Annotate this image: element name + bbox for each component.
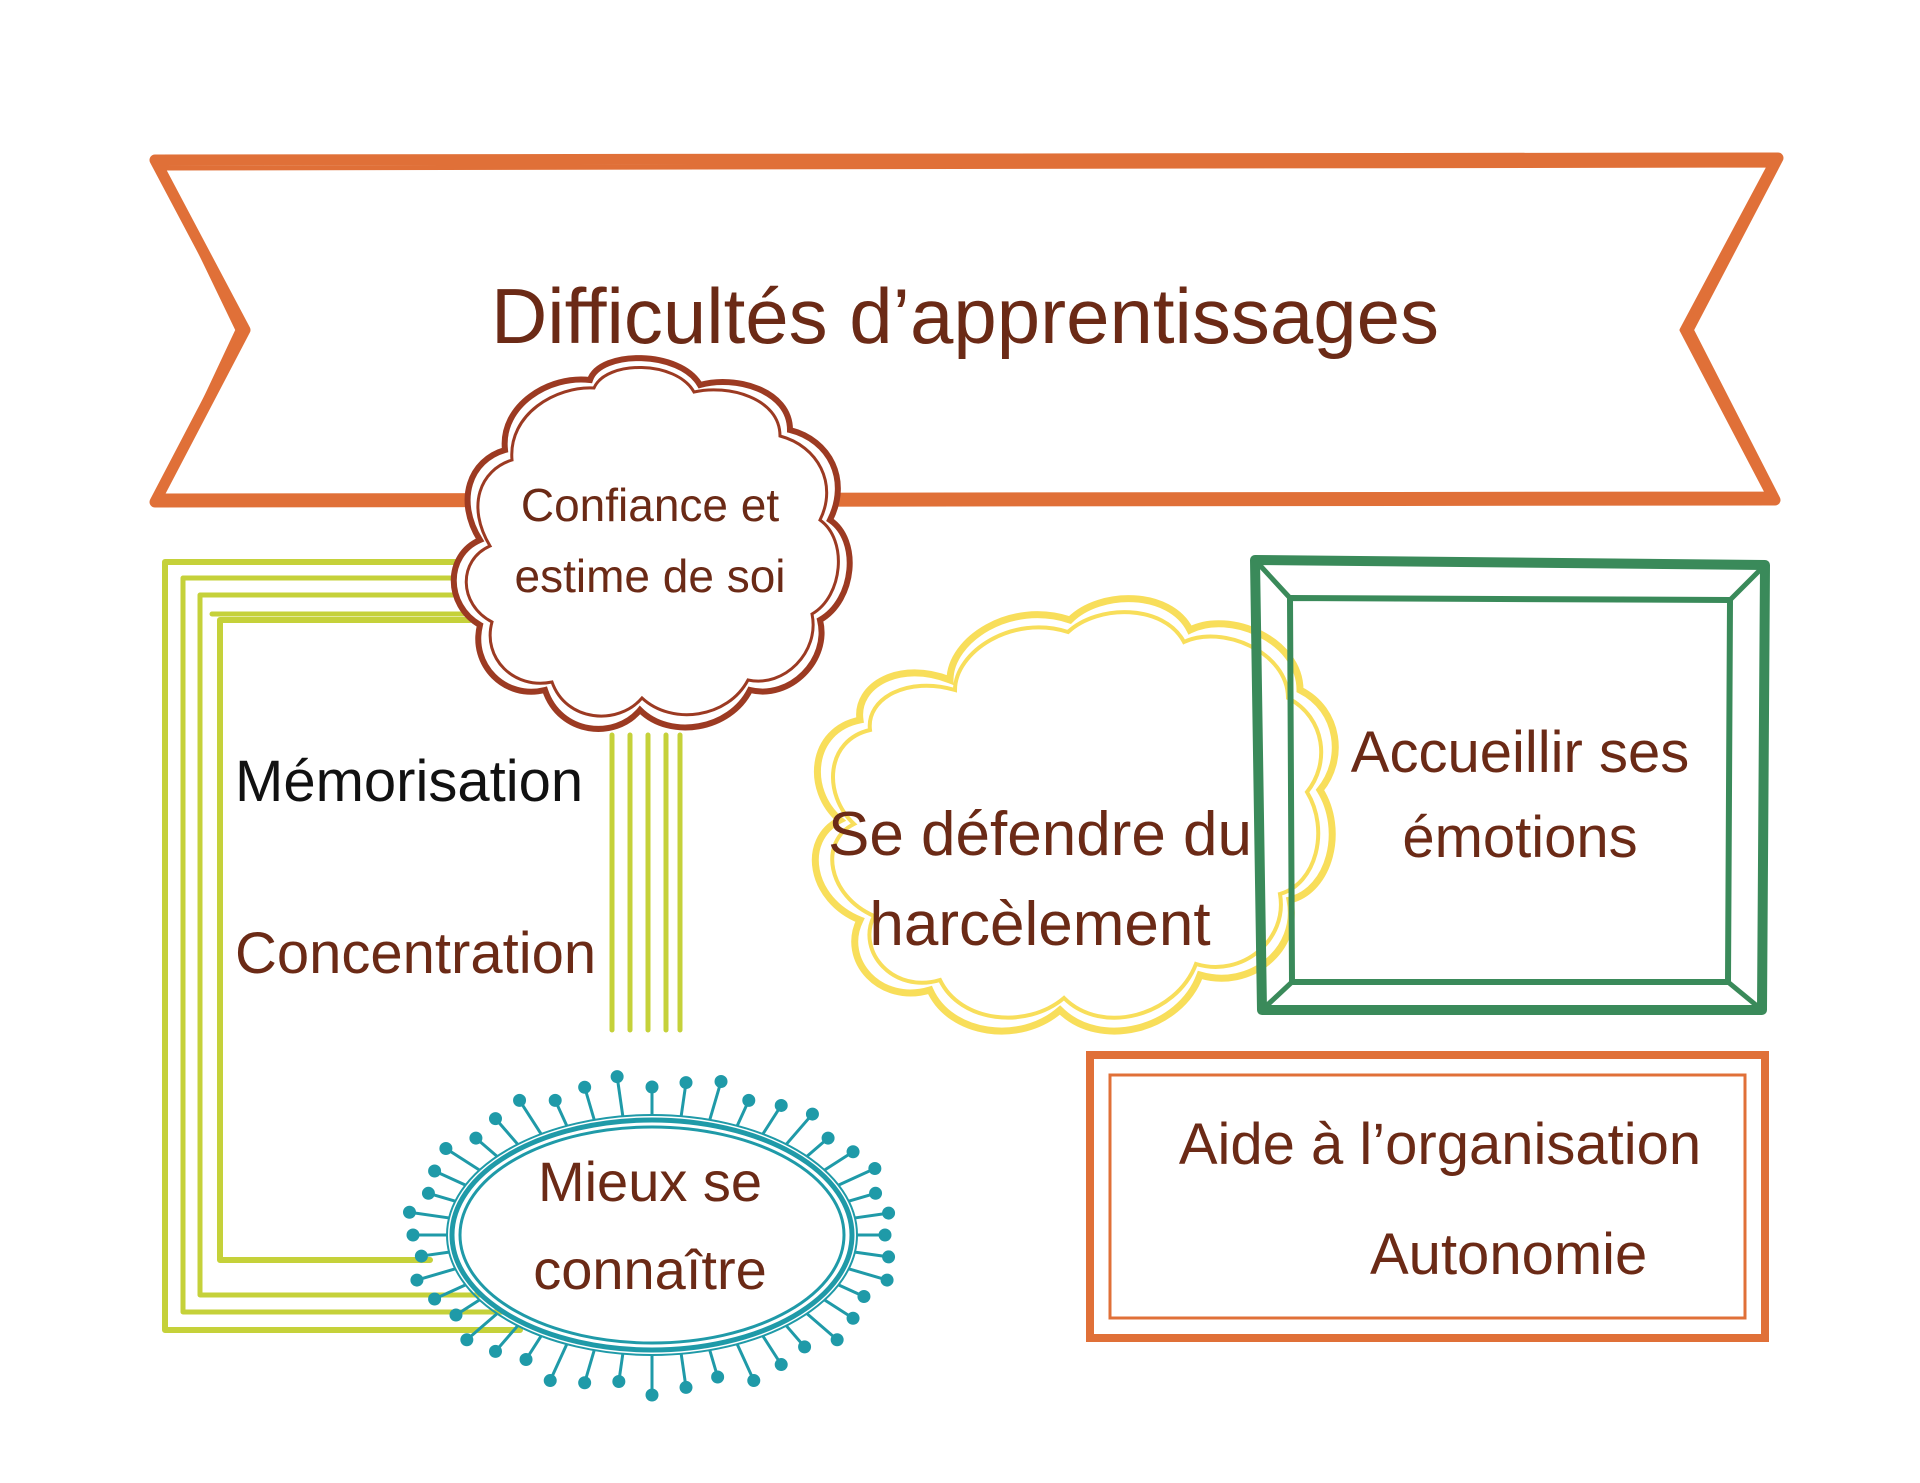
oval-spike-dot	[882, 1250, 896, 1264]
lime-frame	[162, 559, 683, 1333]
oval-spike-dot	[578, 1376, 592, 1390]
oval-spike-dot	[402, 1205, 416, 1219]
oval-spike-dot	[846, 1311, 860, 1325]
oval-spike-dot	[645, 1388, 659, 1402]
oval-spike	[416, 1267, 456, 1282]
oval-spike-dot	[645, 1080, 659, 1094]
harassment-cloud	[811, 595, 1339, 1035]
oval-spike-dot	[742, 1093, 756, 1107]
oval-spike-dot	[846, 1145, 860, 1159]
oval-spike	[409, 1210, 450, 1220]
oval-spike	[465, 1312, 499, 1341]
oval-spike	[735, 1343, 756, 1382]
oval-spike	[445, 1147, 481, 1172]
autonomy-label: Autonomie	[1370, 1222, 1648, 1287]
oval-spike-dot	[805, 1107, 819, 1121]
oval-spike	[805, 1312, 839, 1341]
oval-spike-dot	[711, 1370, 725, 1384]
oval-spike-dot	[421, 1186, 435, 1200]
oval-spike-dot	[513, 1093, 527, 1107]
oval-spike-dot	[488, 1344, 502, 1358]
memorisation-label: Mémorisation	[235, 749, 584, 814]
oval-spike-dot	[868, 1162, 882, 1176]
teal-oval	[402, 1070, 896, 1402]
oval-spike-dot	[774, 1098, 788, 1112]
oval-spike-dot	[774, 1358, 788, 1372]
oval-spike-dot	[578, 1080, 592, 1094]
oval-spike-dot	[543, 1374, 557, 1388]
oval-spike-dot	[880, 1273, 894, 1287]
organisation-label: Aide à l’organisation	[1178, 1112, 1702, 1177]
oval-spike-dot	[428, 1164, 442, 1178]
oval-spike-dot	[410, 1273, 424, 1287]
oval-spike-dot	[469, 1131, 483, 1145]
orange-frame	[1086, 1051, 1769, 1342]
oval-spike-dot	[406, 1228, 420, 1242]
oval-spike-dot	[414, 1249, 428, 1263]
oval-spike-dot	[428, 1292, 442, 1306]
oval-spike	[785, 1113, 814, 1146]
oval-spike-dot	[747, 1374, 761, 1388]
oval-spike-dot	[488, 1112, 502, 1126]
oval-spike-dot	[830, 1333, 844, 1347]
title-banner	[149, 152, 1784, 508]
emotions-label: Accueillir ses émotions	[1350, 720, 1690, 870]
oval-spike	[837, 1167, 876, 1187]
oval-spike	[615, 1076, 625, 1117]
confidence-label: Confiance et estime de soi	[514, 479, 786, 602]
oval-spike-dot	[548, 1093, 562, 1107]
harassment-label: Se défendre du harcèlement	[827, 800, 1252, 959]
oval-spike-dot	[449, 1308, 463, 1322]
oval-spike-dot	[878, 1228, 892, 1242]
oval-spike-dot	[679, 1076, 693, 1090]
oval-spike-dot	[882, 1206, 896, 1220]
oval-spike-dot	[612, 1374, 626, 1388]
oval-spike-dot	[869, 1186, 883, 1200]
oval-spike-dot	[439, 1141, 453, 1155]
oval-spike-dot	[519, 1353, 533, 1367]
self-knowledge-label: Mieux se connaître	[533, 1150, 767, 1301]
concentration-label: Concentration	[235, 921, 597, 986]
oval-spike-dot	[798, 1340, 812, 1354]
oval-spike-dot	[610, 1070, 624, 1084]
oval-spikes	[402, 1070, 896, 1402]
oval-spike-dot	[679, 1380, 693, 1394]
oval-spike	[848, 1267, 888, 1282]
oval-spike-dot	[460, 1333, 474, 1347]
confidence-cloud	[450, 355, 853, 732]
page-title: Difficultés d’apprentissages	[490, 272, 1440, 360]
oval-spike-dot	[714, 1074, 728, 1088]
oval-spike	[548, 1343, 569, 1382]
oval-spike-dot	[821, 1131, 835, 1145]
green-frame	[1250, 555, 1770, 1015]
oval-spike	[518, 1099, 543, 1135]
oval-spike-dot	[857, 1289, 871, 1303]
oval-spike	[708, 1081, 723, 1121]
